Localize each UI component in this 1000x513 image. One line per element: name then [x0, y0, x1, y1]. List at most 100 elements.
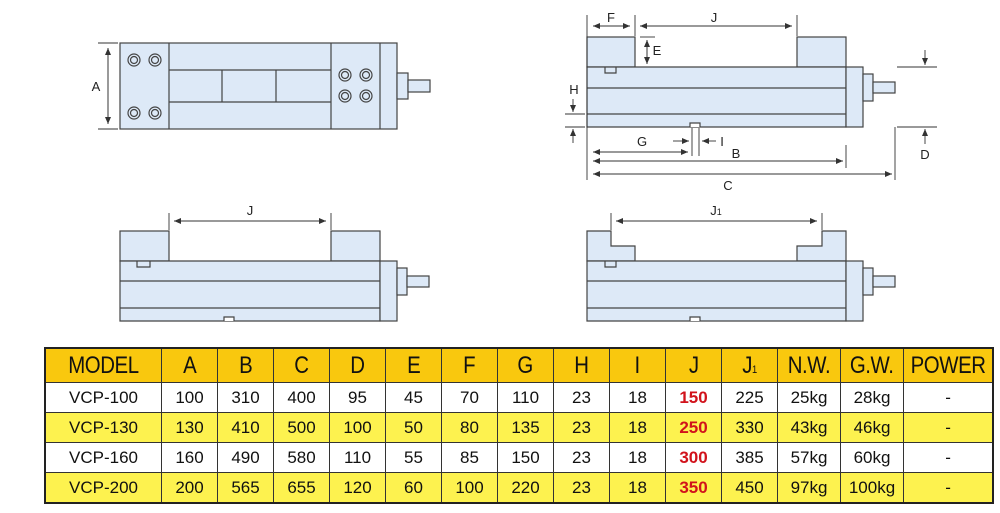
spec-table: MODEL A B C D E F G H I J J1 N.W. G.W. P…	[44, 347, 995, 504]
cell-g: 110	[497, 382, 554, 413]
cell-c: 580	[273, 442, 330, 473]
vise-drawings: A	[92, 10, 937, 322]
cell-h: 23	[553, 442, 610, 473]
header-h: H	[553, 347, 610, 383]
label-j: J	[711, 10, 718, 25]
header-j: J	[665, 347, 722, 383]
cell-model: VCP-200	[44, 472, 162, 504]
cell-nw: 57kg	[777, 442, 841, 473]
cell-b: 565	[217, 472, 274, 504]
label-i: I	[720, 134, 724, 149]
label-h: H	[569, 82, 578, 97]
label-a: A	[92, 79, 101, 94]
cell-d: 100	[329, 412, 386, 443]
header-i: I	[609, 347, 666, 383]
cell-f: 70	[441, 382, 498, 413]
label-j1: J1	[710, 203, 722, 218]
header-nw: N.W.	[777, 347, 841, 383]
label-g: G	[637, 134, 647, 149]
cell-j: 350	[665, 472, 722, 504]
header-d: D	[329, 347, 386, 383]
side-view	[586, 36, 896, 128]
front-view-j-dimension	[168, 213, 332, 230]
cell-a: 130	[161, 412, 218, 443]
cell-g: 220	[497, 472, 554, 504]
cell-e: 55	[385, 442, 442, 473]
label-d: D	[920, 147, 929, 162]
cell-j1: 330	[721, 412, 778, 443]
cell-power: -	[903, 442, 994, 473]
cell-d: 95	[329, 382, 386, 413]
cell-j1: 225	[721, 382, 778, 413]
cell-b: 490	[217, 442, 274, 473]
front-view-j1-dimension	[610, 213, 823, 230]
cell-f: 80	[441, 412, 498, 443]
cell-gw: 100kg	[840, 472, 904, 504]
cell-gw: 28kg	[840, 382, 904, 413]
cell-c: 655	[273, 472, 330, 504]
label-c: C	[723, 178, 732, 193]
cell-power: -	[903, 412, 994, 443]
cell-a: 200	[161, 472, 218, 504]
cell-e: 60	[385, 472, 442, 504]
cell-d: 120	[329, 472, 386, 504]
cell-nw: 43kg	[777, 412, 841, 443]
cell-gw: 60kg	[840, 442, 904, 473]
label-b: B	[732, 146, 741, 161]
cell-f: 100	[441, 472, 498, 504]
cell-c: 400	[273, 382, 330, 413]
cell-gw: 46kg	[840, 412, 904, 443]
header-e: E	[385, 347, 442, 383]
cell-power: -	[903, 382, 994, 413]
front-view-j	[119, 230, 430, 322]
cell-i: 18	[609, 412, 666, 443]
header-f: F	[441, 347, 498, 383]
bolt-holes	[127, 53, 373, 120]
cell-b: 410	[217, 412, 274, 443]
table-header-row: MODEL A B C D E F G H I J J1 N.W. G.W. P…	[44, 347, 994, 383]
top-view	[119, 42, 431, 130]
cell-i: 18	[609, 382, 666, 413]
cell-nw: 25kg	[777, 382, 841, 413]
label-f: F	[607, 10, 615, 25]
cell-g: 135	[497, 412, 554, 443]
header-b: B	[217, 347, 274, 383]
cell-h: 23	[553, 472, 610, 504]
cell-i: 18	[609, 472, 666, 504]
cell-power: -	[903, 472, 994, 504]
cell-nw: 97kg	[777, 472, 841, 504]
label-e: E	[653, 43, 662, 58]
cell-d: 110	[329, 442, 386, 473]
header-power: POWER	[903, 347, 994, 383]
cell-model: VCP-160	[44, 442, 162, 473]
cell-i: 18	[609, 442, 666, 473]
cell-j: 250	[665, 412, 722, 443]
dimension-a	[98, 42, 118, 130]
label-j-front: J	[247, 203, 254, 218]
cell-h: 23	[553, 382, 610, 413]
cell-g: 150	[497, 442, 554, 473]
header-a: A	[161, 347, 218, 383]
header-model: MODEL	[44, 347, 162, 383]
cell-j1: 385	[721, 442, 778, 473]
cell-j1: 450	[721, 472, 778, 504]
front-view-j1	[586, 230, 896, 322]
cell-c: 500	[273, 412, 330, 443]
header-c: C	[273, 347, 330, 383]
header-g: G	[497, 347, 554, 383]
cell-e: 45	[385, 382, 442, 413]
header-gw: G.W.	[840, 347, 904, 383]
cell-j: 150	[665, 382, 722, 413]
cell-a: 160	[161, 442, 218, 473]
cell-e: 50	[385, 412, 442, 443]
cell-b: 310	[217, 382, 274, 413]
cell-f: 85	[441, 442, 498, 473]
header-j1: J1	[721, 347, 778, 383]
cell-j: 300	[665, 442, 722, 473]
cell-a: 100	[161, 382, 218, 413]
cell-model: VCP-100	[44, 382, 162, 413]
